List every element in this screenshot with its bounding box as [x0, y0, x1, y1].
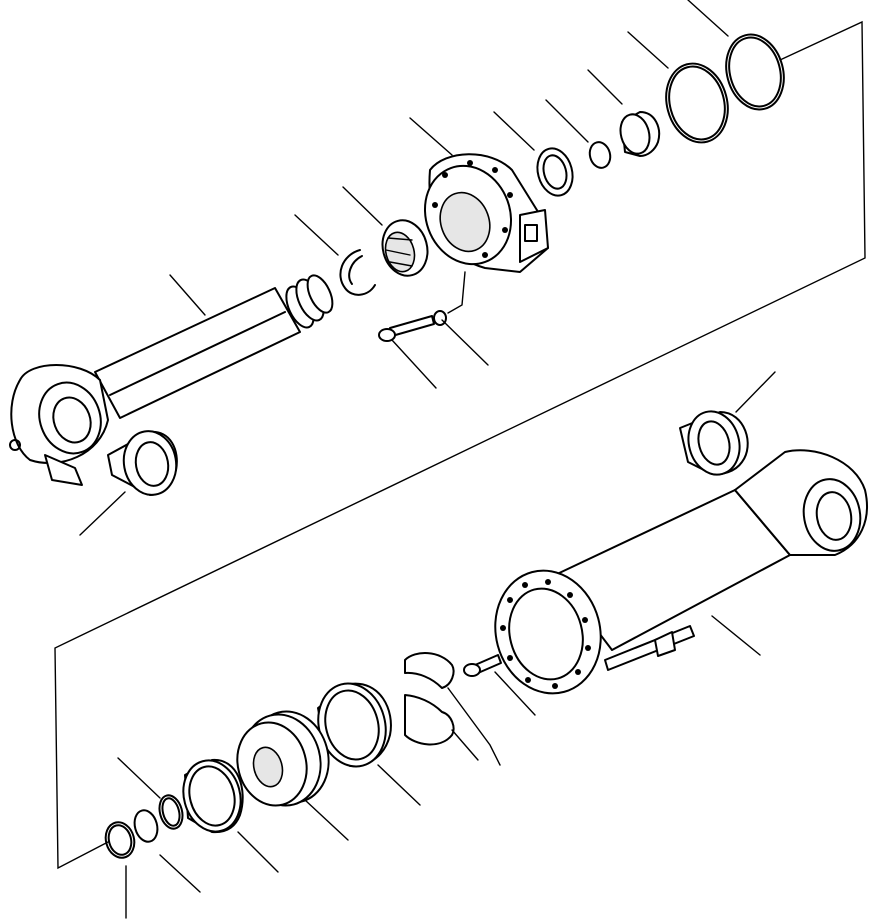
piston-cushion-ring — [317, 682, 392, 768]
piston-o-ring — [158, 794, 184, 830]
head-bolt — [378, 315, 435, 342]
dust-seal — [619, 111, 660, 157]
leader-rod-bushing — [342, 186, 383, 226]
piston — [236, 710, 330, 807]
leader-piston-o-ring — [117, 757, 161, 799]
rod-packing — [536, 147, 574, 197]
leader-split-collar — [447, 687, 501, 766]
leader-rod-packing — [493, 111, 535, 151]
leader-piston-cushion-ring — [377, 764, 421, 806]
leader-rod-end-bushing — [79, 491, 126, 536]
leader-tube-bolt — [494, 671, 536, 716]
leader-piston-ring — [237, 831, 279, 873]
leader-head-o-ring — [687, 0, 729, 37]
leader-cylinder-head — [409, 117, 453, 156]
leader-piston-rod — [169, 274, 206, 316]
snap-ring — [339, 249, 376, 296]
piston-ring — [182, 758, 244, 834]
head-o-ring — [725, 33, 785, 111]
leader-piston — [304, 799, 349, 841]
cylinder-tube — [494, 449, 868, 695]
small-o-ring — [588, 141, 612, 169]
split-collar — [404, 652, 455, 746]
piston-seal — [104, 821, 136, 859]
head-backup-ring — [665, 62, 729, 144]
callout-leaders — [79, 0, 776, 919]
leader-backup-ring — [159, 854, 201, 893]
rod-end-bushing — [107, 430, 178, 496]
leader-head-washer — [441, 319, 489, 366]
assembly-frame-lines — [54, 20, 866, 870]
rod-bushing — [381, 219, 429, 277]
piston-rod — [9, 274, 334, 486]
leader-small-o-ring — [545, 99, 589, 143]
leader-cylinder-tube — [711, 615, 761, 656]
leader-snap-ring — [294, 214, 339, 256]
bottom-bushing — [679, 410, 749, 476]
leader-head-backup-ring — [627, 31, 669, 69]
tube-bolt — [463, 654, 502, 677]
leader-dust-seal — [587, 69, 623, 105]
leader-bottom-bushing — [735, 371, 776, 413]
leader-head-washer-tie — [447, 271, 466, 314]
backup-ring — [133, 809, 159, 843]
leader-head-bolt — [391, 339, 437, 389]
leader-split-collar-b — [451, 729, 479, 761]
cylinder-head — [423, 153, 549, 273]
